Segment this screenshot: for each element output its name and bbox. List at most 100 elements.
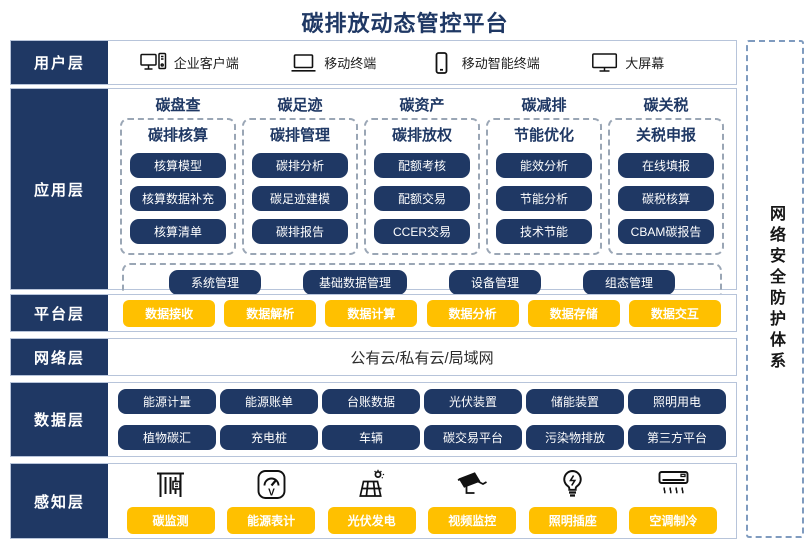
column-module-box: 碳排核算 核算模型 核算数据补充 核算清单: [120, 118, 236, 255]
layer-platform: 平台层 数据接收 数据解析 数据计算 数据分析 数据存储 数据交互: [10, 294, 737, 332]
sensor-item: 碳监测: [126, 469, 215, 534]
terminal-label: 大屏幕: [625, 56, 665, 71]
module-title: 碳排管理: [269, 127, 330, 144]
network-text: 公有云/私有云/局域网: [350, 349, 494, 367]
platform-button: 数据接收: [123, 299, 216, 327]
data-source-button: 储能装置: [526, 389, 624, 414]
sensor-label: 碳监测: [126, 506, 215, 534]
module-button: 在线填报: [618, 153, 714, 178]
network-content: 公有云/私有云/局域网: [108, 339, 736, 375]
module-button: 技术节能: [496, 219, 592, 244]
layer-label-platform: 平台层: [11, 295, 108, 331]
svg-text:V: V: [268, 487, 275, 498]
layer-label-perception: 感知层: [11, 464, 108, 538]
data-source-button: 污染物排放: [526, 425, 624, 450]
data-source-button: 台账数据: [322, 389, 420, 414]
terminal-item: 移动终端: [290, 52, 376, 74]
column-header: 碳关税: [643, 97, 689, 114]
sensor-label: 照明插座: [528, 506, 617, 534]
layer-data: 数据层 能源计量 能源账单 台账数据 光伏装置 储能装置 照明用电 植物碳汇: [10, 382, 737, 457]
light-socket-icon: [556, 469, 589, 500]
data-source-button: 光伏装置: [424, 389, 522, 414]
sensor-label: 能源表计: [227, 506, 316, 534]
air-conditioner-icon: [657, 469, 690, 500]
module-button: 核算数据补充: [130, 186, 226, 211]
user-terminal-list: 企业客户端 移动终端 移动智能终端 大屏幕: [108, 41, 736, 84]
column-module-box: 碳排管理 碳排分析 碳足迹建模 碳排报告: [242, 118, 358, 255]
cctv-camera-icon: [456, 469, 489, 500]
sensor-label: 光伏发电: [327, 506, 416, 534]
sensor-item: V 能源表计: [227, 469, 316, 534]
security-sidebar-label: 网络安全防护体系: [767, 205, 784, 373]
terminal-label: 移动终端: [324, 56, 377, 71]
terminal-item: 移动智能终端: [428, 51, 540, 74]
module-title: 碳排放权: [391, 127, 452, 144]
module-button: 碳排分析: [252, 153, 348, 178]
management-button: 基础数据管理: [302, 269, 407, 295]
module-button: 碳税核算: [618, 186, 714, 211]
module-button: 碳足迹建模: [252, 186, 348, 211]
platform-button: 数据存储: [527, 299, 620, 327]
module-button: 配额交易: [374, 186, 470, 211]
sensor-item: 视频监控: [428, 469, 517, 534]
application-column: 碳资产 碳排放权 配额考核 配额交易 CCER交易: [364, 94, 480, 255]
column-header: 碳足迹: [277, 97, 323, 114]
sensor-item: 光伏发电: [327, 469, 416, 534]
terminal-label: 企业客户端: [173, 56, 239, 71]
terminal-item: 企业客户端: [139, 52, 239, 74]
desktop-pc-icon: [139, 52, 167, 74]
sensor-list: 碳监测 V 能源表计 光伏发电 视频监控: [108, 464, 736, 538]
layer-perception: 感知层 碳监测 V 能源表计 光伏发电: [10, 463, 737, 539]
sensor-label: 空调制冷: [629, 506, 718, 534]
module-button: 碳排报告: [252, 219, 348, 244]
layer-label-application: 应用层: [11, 89, 108, 289]
module-button: 核算模型: [130, 153, 226, 178]
smartphone-icon: [428, 51, 455, 74]
module-title: 节能优化: [513, 127, 574, 144]
module-button: CBAM碳报告: [618, 219, 714, 244]
data-source-button: 车辆: [322, 425, 420, 450]
terminal-label: 移动智能终端: [461, 56, 540, 71]
module-button: 配额考核: [374, 153, 470, 178]
column-header: 碳盘查: [155, 97, 201, 114]
data-source-button: 照明用电: [628, 389, 726, 414]
application-column: 碳减排 节能优化 能效分析 节能分析 技术节能: [486, 94, 602, 255]
column-header: 碳资产: [399, 97, 445, 114]
data-source-button: 能源账单: [220, 389, 318, 414]
layer-network: 网络层 公有云/私有云/局域网: [10, 338, 737, 376]
energy-meter-icon: V: [255, 469, 288, 500]
platform-button: 数据交互: [628, 299, 721, 327]
data-source-button: 碳交易平台: [424, 425, 522, 450]
data-source-button: 充电桩: [220, 425, 318, 450]
column-module-box: 节能优化 能效分析 节能分析 技术节能: [486, 118, 602, 255]
platform-button: 数据分析: [426, 299, 519, 327]
carbon-monitor-icon: [154, 469, 187, 500]
data-source-button: 植物碳汇: [118, 425, 216, 450]
application-content: 碳盘查 碳排核算 核算模型 核算数据补充 核算清单 碳足迹: [108, 89, 736, 301]
module-button: CCER交易: [374, 219, 470, 244]
data-source-grid: 能源计量 能源账单 台账数据 光伏装置 储能装置 照明用电 植物碳汇 充电桩 车…: [108, 383, 736, 456]
application-column: 碳盘查 碳排核算 核算模型 核算数据补充 核算清单: [120, 94, 236, 255]
solar-panel-icon: [355, 469, 388, 500]
platform-button: 数据计算: [325, 299, 418, 327]
management-module-box: 系统管理 基础数据管理 设备管理 组态管理: [122, 263, 722, 301]
platform-button: 数据解析: [224, 299, 317, 327]
module-title: 碳排核算: [147, 127, 208, 144]
column-header: 碳减排: [521, 97, 567, 114]
layer-label-data: 数据层: [11, 383, 108, 456]
data-source-button: 能源计量: [118, 389, 216, 414]
application-column: 碳足迹 碳排管理 碳排分析 碳足迹建模 碳排报告: [242, 94, 358, 255]
sensor-item: 照明插座: [528, 469, 617, 534]
security-sidebar: 网络安全防护体系: [746, 40, 804, 538]
layer-label-user: 用户层: [11, 41, 108, 84]
terminal-item: 大屏幕: [591, 52, 664, 74]
column-module-box: 碳排放权 配额考核 配额交易 CCER交易: [364, 118, 480, 255]
big-screen-icon: [591, 52, 618, 74]
module-button: 能效分析: [496, 153, 592, 178]
sensor-item: 空调制冷: [629, 469, 718, 534]
management-button: 组态管理: [583, 269, 675, 295]
laptop-icon: [290, 52, 317, 74]
layer-application: 应用层 碳盘查 碳排核算 核算模型 核算数据补充 核算清单: [10, 88, 737, 301]
data-source-button: 第三方平台: [628, 425, 726, 450]
